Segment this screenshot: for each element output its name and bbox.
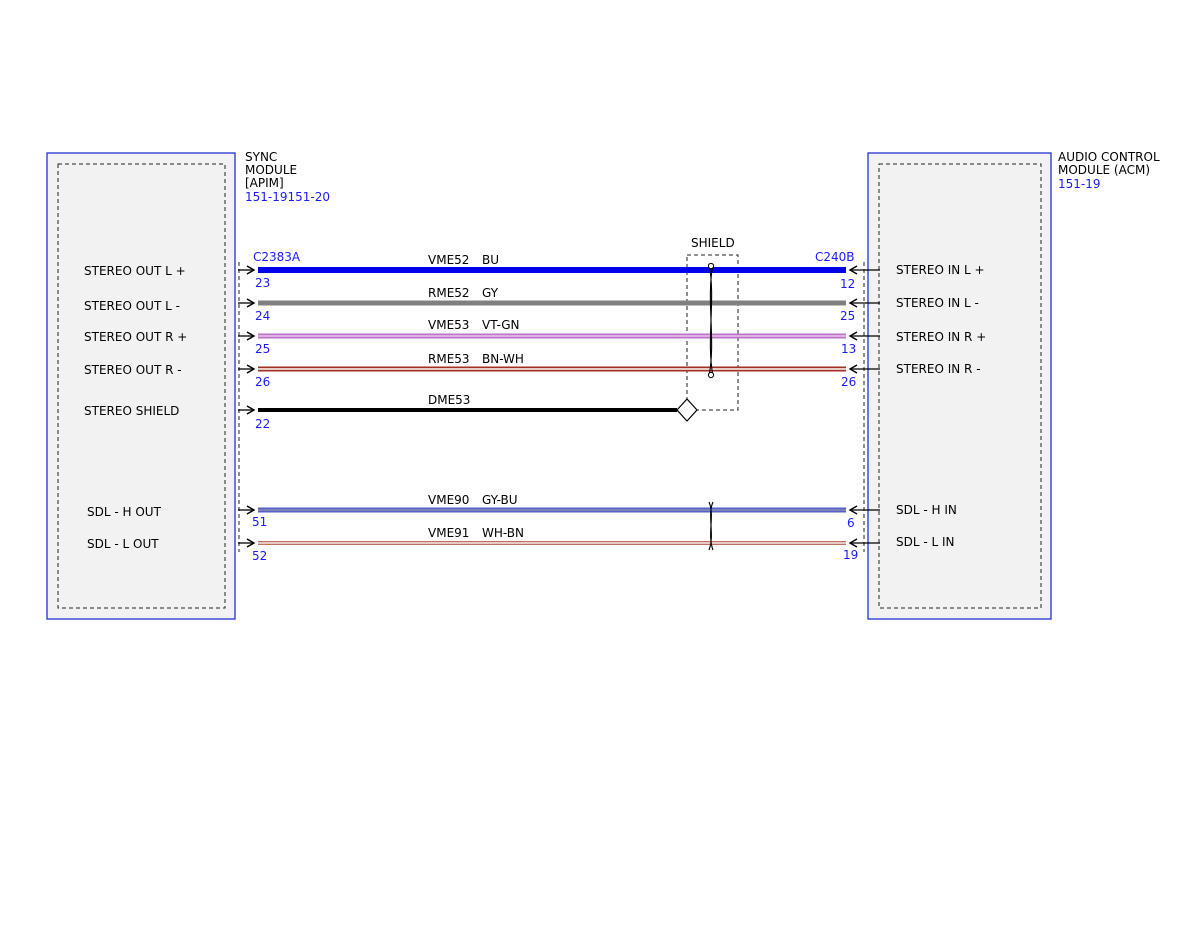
twist-end-icon xyxy=(707,262,715,270)
twist-end-icon xyxy=(707,371,715,379)
right-pin-label: STEREO IN R - xyxy=(896,362,981,376)
wire-0: VME52 BU 23 12 xyxy=(238,253,880,291)
acm-inner-boundary xyxy=(878,163,1042,609)
wire-color-label: BN-WH xyxy=(482,352,524,366)
twist-line xyxy=(708,263,714,377)
right-pin-label: STEREO IN R + xyxy=(896,330,986,344)
left-pin-label: SDL - L OUT xyxy=(87,537,159,551)
left-pin-number: 26 xyxy=(255,375,270,389)
sync-module-name-1: SYNC xyxy=(245,150,277,164)
sync-module-outline xyxy=(46,152,236,620)
wire-circuit-label: DME53 xyxy=(428,393,470,407)
right-pin-label: SDL - L IN xyxy=(896,535,955,549)
wire-2: VME53 VT-GN 25 13 xyxy=(238,318,880,356)
shield-label: SHIELD xyxy=(691,236,735,250)
wire-color-label: BU xyxy=(482,253,499,267)
left-pin-number: 25 xyxy=(255,342,270,356)
shield: SHIELD xyxy=(686,236,739,411)
wire-circuit-label: VME53 xyxy=(428,318,469,332)
wire-6: VME91 WH-BN 52 19 xyxy=(238,526,880,563)
wire-4: DME53 22 xyxy=(238,393,698,431)
acm-name-2: MODULE (ACM) xyxy=(1058,163,1150,177)
wire-color-label: WH-BN xyxy=(482,526,524,540)
wire-color-label: GY-BU xyxy=(482,493,518,507)
wire-circuit-label: RME53 xyxy=(428,352,470,366)
wire-5: VME90 GY-BU 51 6 xyxy=(238,493,880,530)
shield-boundary xyxy=(686,254,739,411)
left-pin-label: STEREO OUT R - xyxy=(84,363,182,377)
left-pin-number: 22 xyxy=(255,417,270,431)
right-pin-number: 25 xyxy=(840,309,855,323)
left-pin-label: STEREO OUT L - xyxy=(84,299,180,313)
right-connector-id: C240B xyxy=(815,250,855,264)
right-pin-number: 26 xyxy=(841,375,856,389)
wire-circuit-label: VME91 xyxy=(428,526,469,540)
sync-module-name-3: [APIM] xyxy=(245,176,284,190)
left-pin-label: STEREO SHIELD xyxy=(84,404,179,418)
left-pin-number: 52 xyxy=(252,549,267,563)
right-pin-label: STEREO IN L + xyxy=(896,263,985,277)
sync-module-inner-boundary xyxy=(57,163,226,609)
left-pin-label: STEREO OUT R + xyxy=(84,330,187,344)
twisted-pair-stereo xyxy=(707,262,715,379)
right-pin-label: SDL - H IN xyxy=(896,503,957,517)
wire-3: RME53 BN-WH 26 26 xyxy=(238,352,880,389)
left-pin-number: 24 xyxy=(255,309,270,323)
right-pin-number: 6 xyxy=(847,516,855,530)
left-connector-id: C2383A xyxy=(253,250,301,264)
twist-line xyxy=(708,501,714,551)
wire-color-label: GY xyxy=(482,286,499,300)
right-pin-number: 12 xyxy=(840,277,855,291)
sync-module: SYNC MODULE [APIM] 151-19151-20 C2383A S… xyxy=(46,150,330,620)
left-pin-number: 23 xyxy=(255,276,270,290)
wire-color-label: VT-GN xyxy=(482,318,519,332)
wires: VME52 BU 23 12 RME52 GY 24 25 VME53 VT-G… xyxy=(238,253,880,563)
shield-ground-diamond-icon xyxy=(676,398,698,422)
right-pin-label: STEREO IN L - xyxy=(896,296,979,310)
sync-module-code: 151-19151-20 xyxy=(245,190,330,204)
wire-circuit-label: VME52 xyxy=(428,253,469,267)
sync-module-name-2: MODULE xyxy=(245,163,297,177)
wire-circuit-label: VME90 xyxy=(428,493,469,507)
left-pin-number: 51 xyxy=(252,515,267,529)
right-pin-number: 13 xyxy=(841,342,856,356)
left-pin-label: SDL - H OUT xyxy=(87,505,162,519)
acm-code: 151-19 xyxy=(1058,177,1101,191)
wire-1: RME52 GY 24 25 xyxy=(238,286,880,323)
twisted-pair-sdl xyxy=(708,501,714,551)
right-pin-number: 19 xyxy=(843,548,858,562)
wire-circuit-label: RME52 xyxy=(428,286,470,300)
audio-control-module: AUDIO CONTROL MODULE (ACM) 151-19 C240B … xyxy=(815,150,1160,620)
acm-outline xyxy=(867,152,1052,620)
acm-name-1: AUDIO CONTROL xyxy=(1058,150,1160,164)
left-pin-label: STEREO OUT L + xyxy=(84,264,186,278)
